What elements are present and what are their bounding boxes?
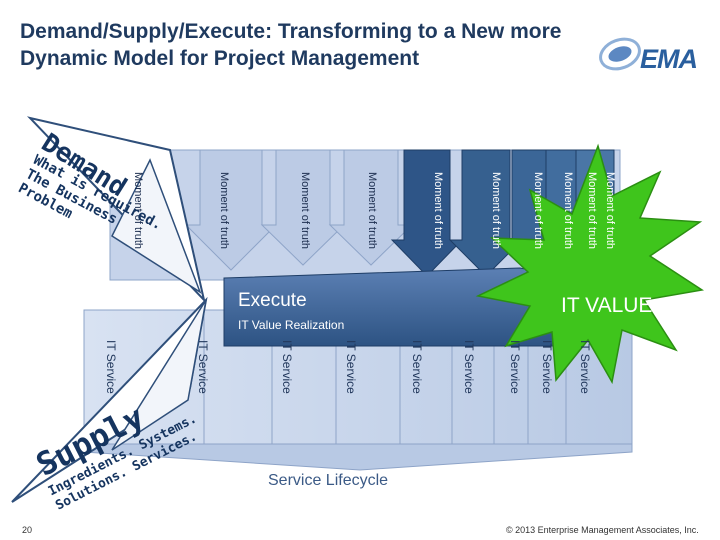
moment-label: Moment of truth: [218, 172, 230, 250]
moment-label: Moment of truth: [366, 172, 378, 250]
execute-subtitle: IT Value Realization: [238, 318, 345, 332]
moment-label: Moment of truth: [586, 172, 598, 250]
it-value-label: IT VALUE: [561, 294, 653, 317]
moment-label: Moment of truth: [532, 172, 544, 250]
service-label: IT Service: [344, 340, 358, 394]
service-label: IT Service: [104, 340, 118, 394]
service-lifecycle-label: Service Lifecycle: [268, 472, 389, 489]
moment-label: Moment of truth: [562, 172, 574, 250]
moment-label: Moment of truth: [490, 172, 502, 250]
service-label: IT Service: [196, 340, 210, 394]
moment-label: Moment of truth: [604, 172, 616, 250]
service-label: IT Service: [508, 340, 522, 394]
it-value-burst: [475, 143, 705, 385]
service-label: IT Service: [280, 340, 294, 394]
page-title: Demand/Supply/Execute: Transforming to a…: [20, 20, 562, 70]
moment-label: Moment of truth: [299, 172, 311, 250]
service-label: IT Service: [462, 340, 476, 394]
moment-label: Moment of truth: [132, 172, 144, 250]
ema-logo-text: EMA: [640, 44, 698, 74]
moment-label: Moment of truth: [432, 172, 444, 250]
copyright-footer: © 2013 Enterprise Management Associates,…: [506, 525, 699, 535]
service-label: IT Service: [540, 340, 554, 394]
service-label: IT Service: [410, 340, 424, 394]
ema-logo-icon: [599, 37, 641, 71]
execute-title: Execute: [238, 290, 307, 311]
service-label: IT Service: [578, 340, 592, 394]
page-number: 20: [22, 525, 33, 535]
